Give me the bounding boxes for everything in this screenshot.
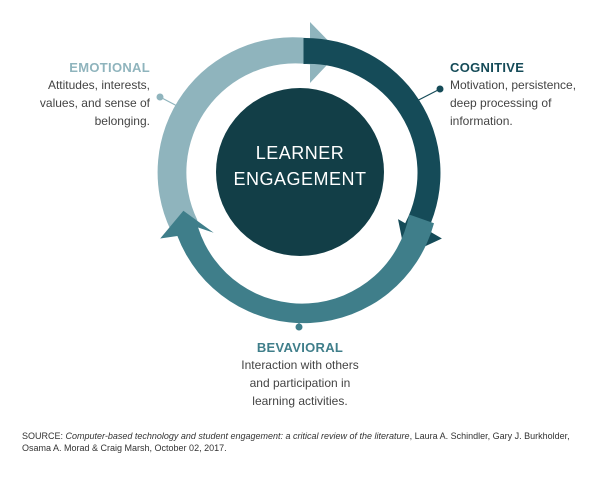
emotional-line: values, and sense of [39,96,150,110]
emotional-label-block: EMOTIONAL Attitudes, interests, values, … [10,59,150,130]
cognitive-line: information. [450,114,513,128]
emotional-arrow-segment [157,22,340,231]
behavioral-arrow-segment [160,210,434,324]
cognitive-arrow-segment [303,37,442,256]
behavioral-line: learning activities. [252,394,348,408]
cognitive-line: deep processing of [450,96,552,110]
behavioral-line: Interaction with others [241,358,359,372]
center-label-line1: LEARNER [255,143,345,163]
source-authors: , Laura A. Schindler, Gary J. Burkholder… [22,431,570,453]
source-prefix: SOURCE: [22,431,66,441]
cognitive-line: Motivation, persistence, [450,78,577,92]
behavioral-connector-dot [295,323,303,331]
cognitive-title: COGNITIVE [450,60,525,75]
emotional-title: EMOTIONAL [69,60,150,75]
cognitive-connector-dot [436,85,444,93]
source-title: Computer-based technology and student en… [65,431,410,441]
cognitive-description: Motivation, persistence, deep processing… [450,76,595,130]
emotional-line: belonging. [94,114,150,128]
behavioral-label-block: BEVAVIORAL Interaction with others and p… [220,339,380,410]
emotional-description: Attitudes, interests, values, and sense … [10,76,150,130]
behavioral-description: Interaction with others and participatio… [220,356,380,410]
behavioral-line: and participation in [249,376,351,390]
source-citation: SOURCE: Computer-based technology and st… [22,430,582,454]
center-label: LEARNER ENGAGEMENT [216,140,384,192]
center-circle [216,88,384,256]
behavioral-title: BEVAVIORAL [256,340,344,355]
cognitive-label-block: COGNITIVE Motivation, persistence, deep … [450,59,595,130]
emotional-connector-dot [156,93,164,101]
emotional-line: Attitudes, interests, [47,78,150,92]
center-label-line2: ENGAGEMENT [233,169,367,189]
